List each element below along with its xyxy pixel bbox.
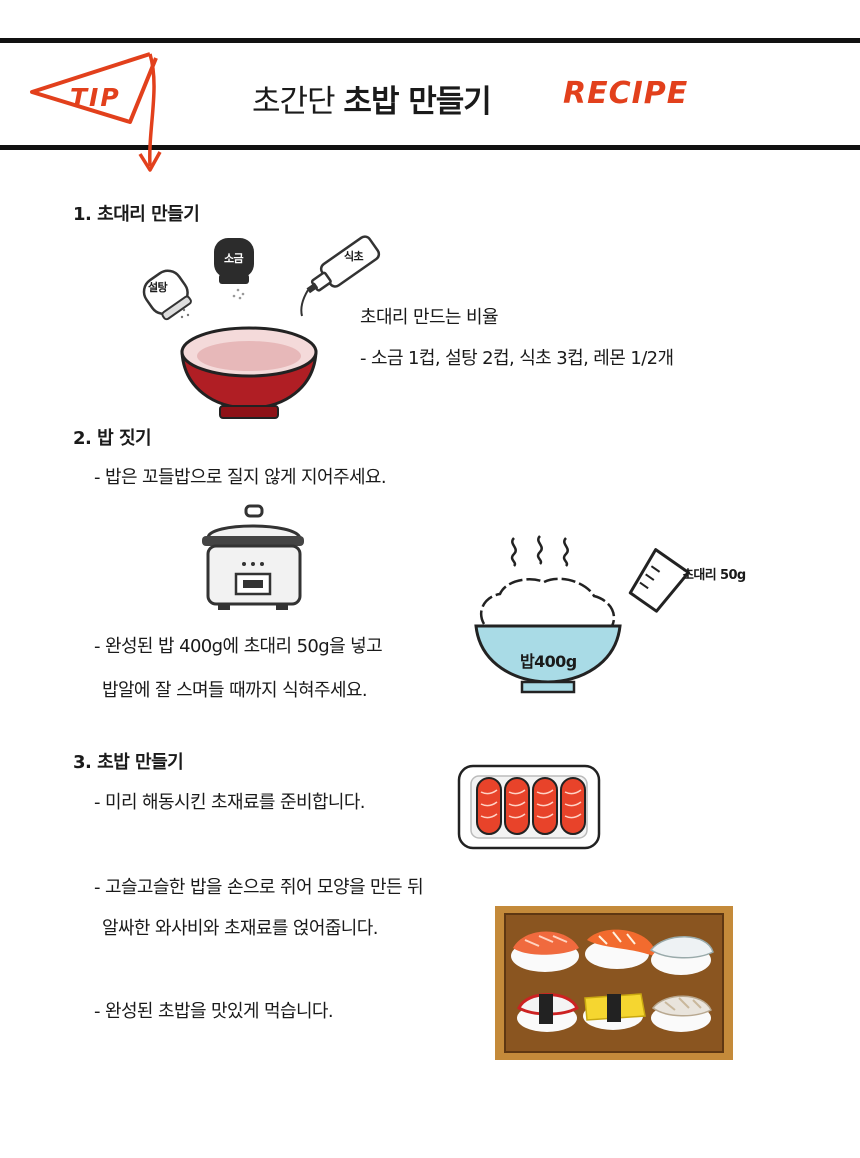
shape-rice-line: - 고슬고슬한 밥을 손으로 쥐어 모양을 만든 뒤	[94, 877, 424, 898]
rice-bowl-icon	[474, 535, 622, 694]
ratio-detail: - 소금 1컵, 설탕 2컵, 식초 3컵, 레몬 1/2개	[360, 348, 674, 369]
mixing-bowl-icon	[180, 326, 318, 419]
sugar-shaker-icon	[142, 269, 192, 321]
header-bottom-rule	[0, 145, 860, 150]
salt-label: 소금	[224, 252, 244, 265]
cool-rice-line: 밥알에 잘 스며들 때까지 식혀주세요.	[102, 680, 368, 701]
enjoy-line: - 완성된 초밥을 맛있게 먹습니다.	[94, 1001, 334, 1022]
add-topping-line: 알싸한 와사비와 초재료를 얹어줍니다.	[102, 918, 378, 939]
season-rice-line: - 완성된 밥 400g에 초대리 50g을 넣고	[94, 636, 383, 657]
tip-label: TIP	[70, 83, 121, 112]
salt-shaker-icon	[214, 238, 254, 300]
section2-heading: 2. 밥 짓기	[73, 428, 152, 449]
vinegar-label: 식초	[344, 250, 364, 263]
header-top-rule	[0, 38, 860, 43]
tip-arrow-icon	[30, 52, 162, 172]
ratio-title: 초대리 만드는 비율	[360, 307, 499, 328]
recipe-label: RECIPE	[563, 76, 689, 111]
sugar-label: 설탕	[148, 281, 168, 294]
page-title: 초간단 초밥 만들기	[252, 84, 492, 120]
section3-heading: 3. 초밥 만들기	[73, 752, 184, 773]
vinegar-bottle-icon	[300, 235, 381, 317]
cup-label: 초대리 50g	[682, 568, 746, 583]
prepare-topping-line: - 미리 해동시킨 초재료를 준비합니다.	[94, 792, 366, 813]
rice-bowl-label: 밥400g	[520, 652, 577, 671]
rice-cooker-icon	[202, 504, 304, 610]
salmon-plate-icon	[457, 764, 601, 850]
section1-heading: 1. 초대리 만들기	[73, 204, 200, 225]
cook-rice-line: - 밥은 꼬들밥으로 질지 않게 지어주세요.	[94, 467, 387, 488]
sushi-tray-image	[495, 906, 733, 1060]
measuring-cup-icon	[628, 548, 690, 613]
